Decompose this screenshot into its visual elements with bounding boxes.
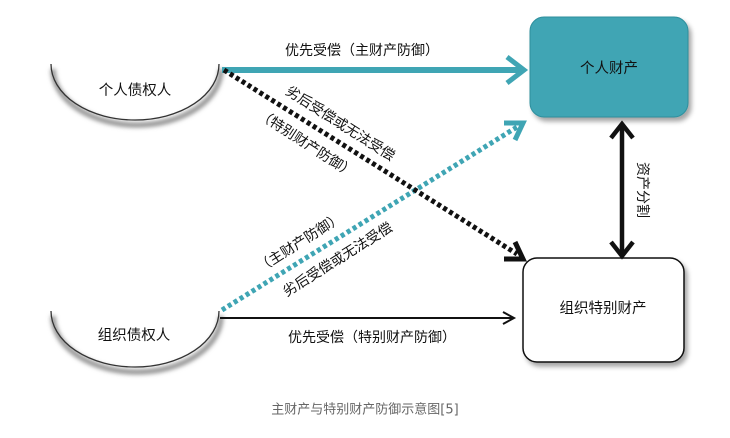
personal-creditor-node: 个人债权人	[50, 63, 224, 128]
priority-main-label: 优先受偿（主财产防御）	[285, 43, 439, 59]
asset-partition-head-bottom	[609, 240, 635, 260]
personal-property-node: 个人财产	[529, 16, 689, 118]
edge-personal-creditor-to-personal-property: 优先受偿（主财产防御）	[222, 43, 529, 85]
personal-property-box	[529, 16, 689, 118]
subordinate-special-arrow-head	[504, 240, 527, 262]
subordinate-special-arrow-shaft	[222, 67, 519, 257]
asset-partition-head-top	[609, 120, 635, 140]
asset-partition-label: 资产分割	[634, 162, 651, 218]
subordinate-main-label-lower: 劣后受偿或无法受偿	[280, 220, 395, 300]
organization-creditor-shadow	[50, 315, 224, 375]
figure-caption: 主财产与特别财产防御示意图[5]	[271, 402, 458, 418]
priority-main-arrow-head	[505, 55, 529, 85]
personal-property-label: 个人财产	[580, 60, 638, 77]
subordinate-main-arrow-head	[504, 120, 527, 142]
personal-creditor-shape	[50, 63, 220, 121]
organization-special-property-label: 组织特别财产	[560, 300, 647, 317]
organization-special-property-box	[522, 257, 685, 363]
edge-organization-creditor-to-special-property: 优先受偿（特别财产防御）	[220, 311, 517, 346]
edge-asset-partition: 资产分割	[609, 120, 651, 260]
personal-creditor-label: 个人债权人	[99, 82, 172, 99]
priority-special-label: 优先受偿（特别财产防御）	[288, 330, 456, 346]
subordinate-special-label-upper: 劣后受偿或无法受偿	[283, 83, 398, 164]
priority-special-arrow-head	[502, 311, 517, 325]
subordinate-main-arrow-shaft	[220, 124, 519, 313]
organization-special-property-node: 组织特别财产	[522, 257, 685, 363]
organization-creditor-shape	[50, 310, 220, 368]
organization-creditor-node: 组织债权人	[50, 310, 224, 375]
organization-creditor-label: 组织债权人	[98, 327, 171, 344]
personal-creditor-shadow	[50, 68, 224, 128]
